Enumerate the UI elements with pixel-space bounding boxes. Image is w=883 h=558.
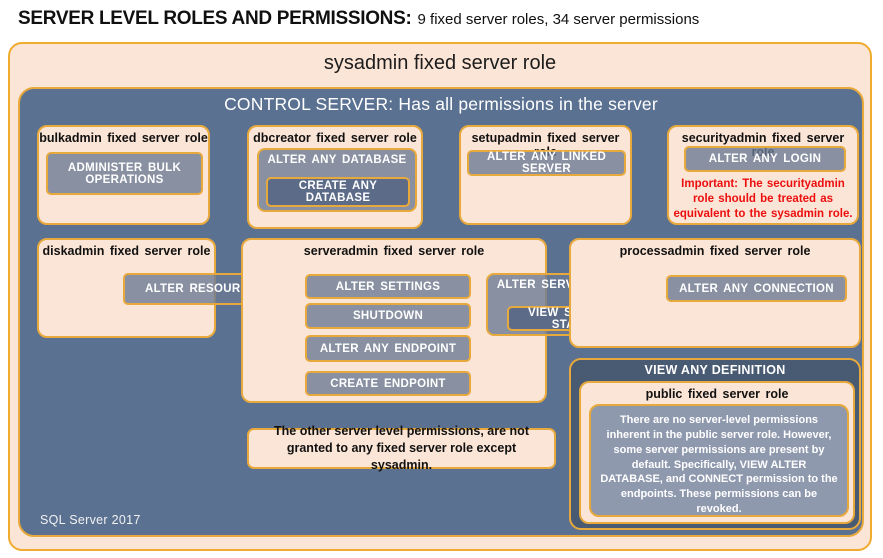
public-role-description: There are no server-level permissions in… bbox=[589, 404, 849, 517]
bulkadmin-role-title: bulkadmin fixed server role bbox=[39, 131, 208, 145]
setupadmin-role-box: setupadmin fixed server role ALTER ANY L… bbox=[459, 125, 632, 225]
securityadmin-role-box: securityadmin fixed server role ALTER AN… bbox=[667, 125, 859, 225]
serveradmin-role-title: serveradmin fixed server role bbox=[303, 244, 485, 258]
other-permissions-note: The other server level permissions, are … bbox=[247, 424, 556, 472]
view-any-definition-box: VIEW ANY DEFINITION public fixed server … bbox=[569, 358, 861, 530]
page-title: SERVER LEVEL ROLES AND PERMISSIONS: 9 fix… bbox=[18, 8, 699, 30]
permission-shutdown: SHUTDOWN bbox=[305, 303, 471, 329]
permission-alter-any-endpoint: ALTER ANY ENDPOINT bbox=[305, 335, 471, 362]
control-server-label: CONTROL SERVER: Has all permissions in t… bbox=[224, 94, 658, 114]
view-any-definition-label: VIEW ANY DEFINITION bbox=[644, 363, 786, 377]
permission-alter-any-connection: ALTER ANY CONNECTION bbox=[666, 275, 847, 302]
control-server-container: CONTROL SERVER: Has all permissions in t… bbox=[18, 87, 864, 537]
dbcreator-role-title: dbcreator fixed server role bbox=[253, 131, 417, 145]
permission-alter-any-linked-server: ALTER ANY LINKED SERVER bbox=[467, 150, 626, 176]
permission-alter-any-login: ALTER ANY LOGIN bbox=[684, 146, 846, 172]
bulkadmin-role-box: bulkadmin fixed server role ADMINISTER B… bbox=[37, 125, 210, 225]
permission-alter-any-database: ALTER ANY DATABASE CREATE ANY DATABASE bbox=[257, 148, 417, 212]
permission-create-endpoint: CREATE ENDPOINT bbox=[305, 371, 471, 396]
sql-server-version-label: SQL Server 2017 bbox=[40, 513, 141, 527]
processadmin-role-box: processadmin fixed server role ALTER ANY… bbox=[569, 238, 861, 348]
permission-alter-any-database-label: ALTER ANY DATABASE bbox=[267, 154, 407, 166]
diskadmin-role-title: diskadmin fixed server role bbox=[42, 244, 211, 258]
permission-administer-bulk-operations: ADMINISTER BULK OPERATIONS bbox=[46, 152, 203, 195]
sysadmin-role-container: sysadmin fixed server role CONTROL SERVE… bbox=[8, 42, 872, 551]
processadmin-role-title: processadmin fixed server role bbox=[619, 244, 811, 258]
securityadmin-warning-text: Important: The securityadmin role should… bbox=[673, 178, 853, 220]
public-role-title: public fixed server role bbox=[645, 387, 789, 401]
page-title-bold: SERVER LEVEL ROLES AND PERMISSIONS: bbox=[18, 8, 412, 29]
page-title-subtext: 9 fixed server roles, 34 server permissi… bbox=[417, 11, 700, 28]
sysadmin-role-label: sysadmin fixed server role bbox=[323, 52, 557, 74]
public-role-box: public fixed server role There are no se… bbox=[579, 381, 855, 524]
permission-alter-settings: ALTER SETTINGS bbox=[305, 274, 471, 299]
permission-create-any-database: CREATE ANY DATABASE bbox=[266, 177, 410, 207]
dbcreator-role-box: dbcreator fixed server role ALTER ANY DA… bbox=[247, 125, 423, 229]
